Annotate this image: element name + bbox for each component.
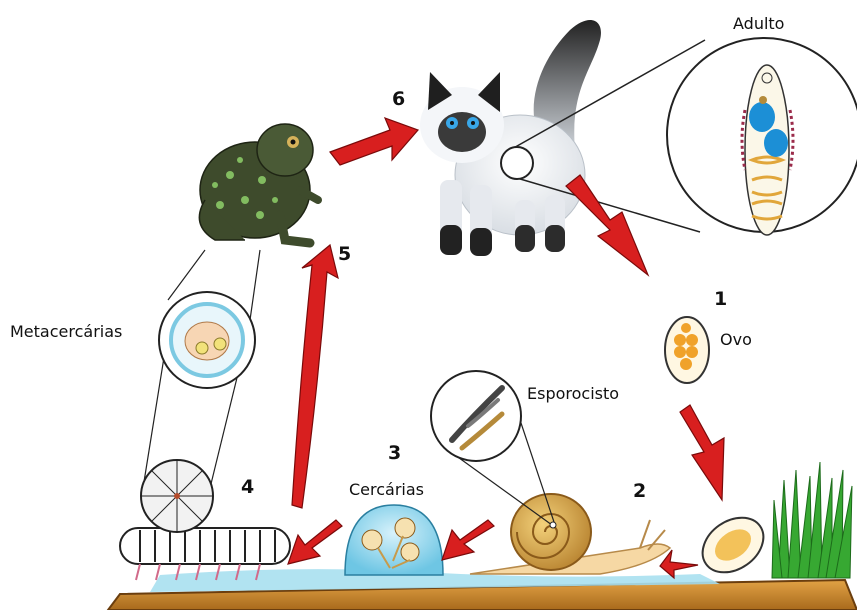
label-cercariae: Cercárias <box>349 480 424 499</box>
toad-icon <box>199 124 318 243</box>
cercariae-icon <box>345 505 443 575</box>
label-egg: Ovo <box>720 330 752 349</box>
label-sporocyst: Esporocisto <box>527 384 619 403</box>
arrow-egg-to-ground <box>680 405 724 500</box>
step-2: 2 <box>633 480 646 502</box>
arrow-millipede-to-toad <box>292 245 338 508</box>
arrow-cat-to-egg <box>566 175 648 275</box>
step-3: 3 <box>388 442 401 464</box>
label-metacercariae: Metacercárias <box>10 322 122 341</box>
grass-icon <box>772 462 852 578</box>
cat-icon <box>420 20 601 256</box>
snail-icon <box>470 494 670 574</box>
arrow-cercariae-to-millipede <box>288 520 342 564</box>
egg-icon <box>665 317 709 383</box>
step-4: 4 <box>241 476 254 498</box>
arrow-egg-to-snail <box>660 550 698 578</box>
label-adult: Adulto <box>733 14 784 33</box>
arrow-toad-to-cat <box>330 118 418 165</box>
ground <box>108 569 857 610</box>
step-6: 6 <box>392 88 405 110</box>
step-5: 5 <box>338 243 351 265</box>
step-1: 1 <box>714 288 727 310</box>
egg-ground-icon <box>692 506 774 583</box>
arrow-snail-to-cercariae <box>442 520 494 560</box>
